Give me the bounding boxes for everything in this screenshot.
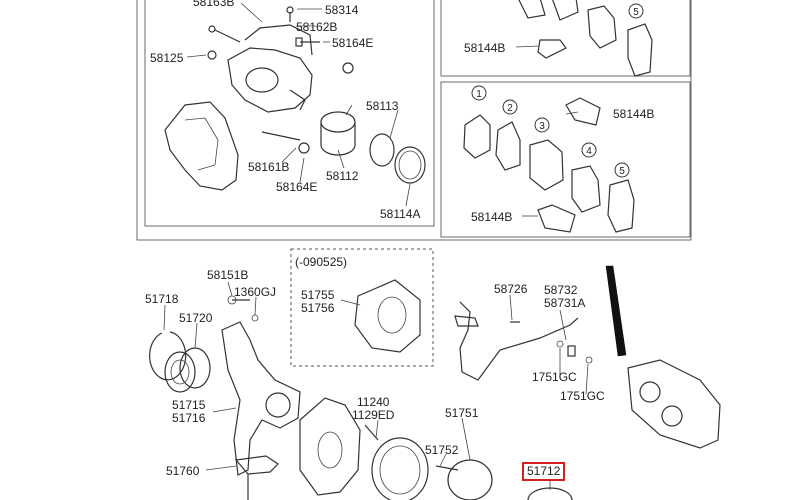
rotor-disc — [371, 437, 429, 500]
part-label-1751gc-left: 1751GC — [532, 370, 577, 384]
part-label-51715: 51715 — [172, 398, 206, 412]
part-label-1751gc-right: 1751GC — [560, 389, 605, 403]
part-label-58113: 58113 — [366, 99, 399, 113]
top-pad-frame — [440, 0, 691, 77]
piston-drawing — [320, 111, 356, 156]
guide-pin — [261, 131, 310, 154]
brake-hose — [454, 301, 593, 381]
part-label-51751: 51751 — [445, 406, 479, 420]
part-label-58112: 58112 — [326, 169, 359, 183]
part-label-58144b-bottom: 58144B — [471, 210, 513, 224]
pad-number-1: 1 — [476, 89, 482, 100]
part-label-58732: 58732 — [544, 283, 578, 297]
leader-lines — [163, 2, 589, 490]
bracket-drawing — [164, 101, 239, 191]
pad-number-2: 2 — [507, 103, 513, 114]
seal-rings — [369, 133, 426, 184]
snap-ring — [149, 331, 187, 381]
part-label-090525: (-090525) — [295, 255, 348, 269]
part-label-58726: 58726 — [494, 282, 528, 296]
part-label-51712-highlighted[interactable]: 51712 — [522, 462, 566, 481]
top-pads — [518, 0, 653, 77]
part-label-58164e-top: 58164E — [332, 36, 374, 50]
pad-number-5: 5 — [619, 166, 625, 177]
part-label-51718: 51718 — [145, 292, 179, 306]
part-label-11240: 11240 — [357, 395, 390, 409]
part-label-58161b: 58161B — [248, 160, 290, 174]
part-label-51756: 51756 — [301, 301, 335, 315]
pad-number-4: 4 — [586, 146, 592, 157]
part-label-58164e-bottom: 58164E — [276, 180, 318, 194]
caliper-group-frame — [136, 0, 692, 241]
part-label-58144b-top: 58144B — [464, 41, 506, 55]
dust-shield-old — [354, 279, 421, 353]
part-label-58125: 58125 — [150, 51, 184, 65]
caliper-inner-frame — [144, 0, 435, 227]
part-label-58114a: 58114A — [380, 207, 421, 221]
part-label-58151b: 58151B — [207, 268, 249, 282]
pad-number-circles: 1 2 3 4 5 5 — [471, 3, 644, 178]
part-label-51760: 51760 — [166, 464, 200, 478]
part-label-58162b: 58162B — [296, 20, 338, 34]
pad-set-frame — [440, 81, 691, 238]
bolts-top — [207, 6, 354, 74]
part-label-51716: 51716 — [172, 411, 206, 425]
part-label-1129ed: 1129ED — [352, 408, 395, 422]
knuckle-drawing — [221, 295, 301, 476]
part-label-58163b: 58163B — [193, 0, 235, 9]
part-label-58314: 58314 — [325, 3, 359, 17]
pad-set — [463, 97, 635, 233]
hose-clip-spike — [605, 265, 627, 357]
shield-old-frame — [290, 248, 434, 367]
bearing-drawing — [164, 347, 211, 393]
rear-caliper — [627, 359, 721, 449]
part-label-51755: 51755 — [301, 288, 335, 302]
part-label-58731a: 58731A — [544, 296, 586, 310]
part-label-51720: 51720 — [179, 311, 213, 325]
pad-number-top-5: 5 — [633, 7, 639, 18]
pad-number-3: 3 — [539, 121, 545, 132]
part-label-58144b-mid: 58144B — [613, 107, 655, 121]
tie-rod-end — [234, 455, 279, 500]
part-label-1360gj: 1360GJ — [234, 285, 277, 299]
part-label-51752: 51752 — [425, 443, 459, 457]
